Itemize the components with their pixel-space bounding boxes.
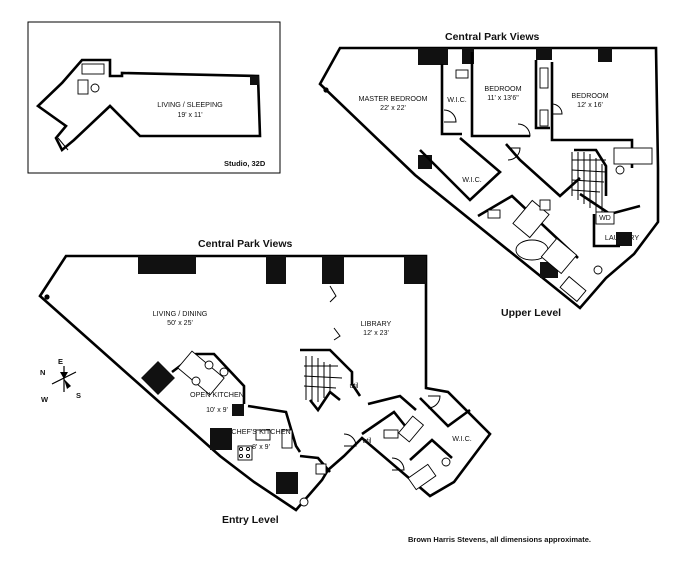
footer-credit: Brown Harris Stevens, all dimensions app… — [408, 535, 591, 544]
upper-room-master-bedroom-dims: 22' x 22' — [380, 105, 406, 112]
compass-e: E — [58, 357, 63, 366]
entry-room-living-dining-dims: 50' x 25' — [167, 320, 193, 327]
compass-s: S — [76, 391, 81, 400]
entry-room-library-name: LIBRARY — [361, 319, 392, 328]
studio-walls — [35, 58, 262, 153]
upper-room-bedroom-3-name: BEDROOM — [571, 91, 608, 100]
entry-room-library-dims: 12' x 23' — [363, 330, 389, 337]
entry-room-chefs-kitchen-name: CHEF'S KITCHEN — [231, 427, 290, 436]
entry-level-label: Entry Level — [222, 514, 279, 526]
entry-room-wic: W.I.C. — [452, 434, 472, 443]
entry-view-label: Central Park Views — [198, 238, 293, 250]
studio-title: Studio, 32D — [224, 159, 266, 168]
upper-room-master-bedroom-name: MASTER BEDROOM — [358, 94, 427, 103]
upper-room-washer-dryer: WD — [599, 215, 611, 222]
compass-w: W — [41, 395, 49, 404]
upper-level-label: Upper Level — [501, 307, 561, 319]
entry-room-util-1: util — [350, 383, 359, 390]
upper-outer-walls — [318, 46, 660, 310]
entry-room-chefs-kitchen-dims: 8' x 9' — [252, 444, 270, 451]
compass-n: N — [40, 368, 45, 377]
studio-room-name: LIVING / SLEEPING — [157, 100, 223, 109]
studio-frame — [27, 21, 281, 174]
upper-room-bedroom-2-name: BEDROOM — [484, 84, 521, 93]
studio-room-dims: 19' x 11' — [177, 112, 202, 119]
upper-room-laundry: LAUNDRY — [605, 233, 639, 242]
entry-room-living-dining-name: LIVING / DINING — [153, 309, 208, 318]
entry-outer-walls — [38, 254, 492, 512]
upper-level-plan: Central Park Views — [318, 31, 660, 319]
entry-room-util-2: util — [363, 438, 372, 445]
entry-level-plan: Central Park Views — [38, 238, 492, 526]
studio-inset: LIVING / SLEEPING 19' x 11' Studio, 32D — [27, 21, 281, 174]
upper-view-label: Central Park Views — [445, 31, 540, 43]
upper-room-bedroom-3-dims: 12' x 16' — [577, 102, 603, 109]
entry-room-open-kitchen-name: OPEN KITCHEN — [190, 390, 244, 399]
entry-room-open-kitchen-dims: 10' x 9' — [206, 407, 228, 414]
upper-room-bedroom-2-dims: 11' x 13'6" — [487, 95, 519, 102]
upper-room-wic-1: W.I.C. — [447, 95, 467, 104]
upper-room-wic-2: W.I.C. — [462, 175, 482, 184]
compass-icon: N E S W — [40, 357, 81, 404]
